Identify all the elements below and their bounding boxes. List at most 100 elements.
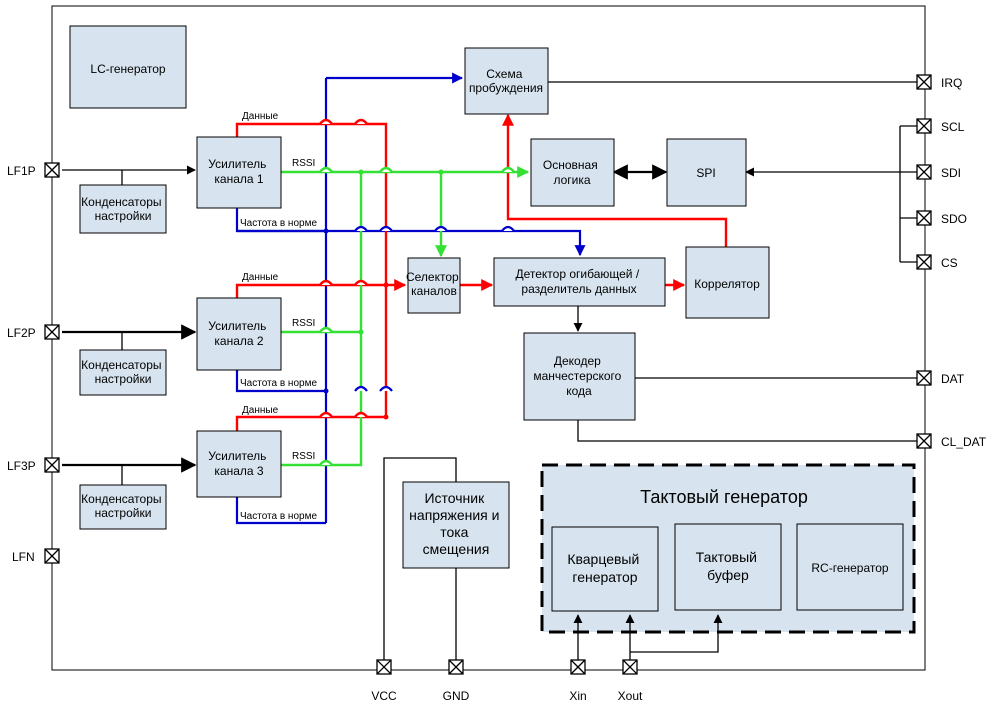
capacitors-3-label-line2: настройки	[95, 506, 152, 520]
freq-ok-label-1: Частота в норме	[240, 218, 317, 229]
amplifier-2-label-line2: канала 2	[214, 334, 263, 348]
envelope-detector-block: Детектор огибающей / разделитель данных	[493, 257, 666, 307]
data-label-3: Данные	[242, 405, 279, 416]
pin-xout	[622, 659, 638, 675]
amplifier-2-label-line1: Усилитель	[208, 319, 266, 333]
svg-text:Конденсаторы настройки: Конденсаторы настройки	[81, 358, 165, 386]
pin-label-lf2p: LF2P	[7, 326, 36, 340]
manchester-decoder-label-line2: манчестерского	[533, 369, 621, 383]
power-supply-block: Источник напряжения и тока смещения	[402, 481, 510, 569]
spi-block: SPI	[666, 138, 747, 207]
quartz-generator-block: Кварцевый генератор	[551, 526, 659, 612]
pin-cl-dat	[916, 433, 932, 449]
svg-text:Тактовый буфер: Тактовый буфер	[696, 549, 761, 583]
pin-label-vcc: VCC	[371, 689, 397, 703]
pin-lfn	[44, 548, 60, 564]
pin-sdi	[916, 164, 932, 180]
pin-label-sdo: SDO	[941, 212, 967, 226]
svg-text:Селектор каналов: Селектор каналов	[406, 270, 462, 298]
data-label-2: Данные	[242, 272, 279, 283]
pin-lf3p	[44, 457, 60, 473]
wakeup-block: Схема пробуждения	[464, 47, 549, 115]
rc-generator-block: RC-генератор	[796, 523, 904, 611]
correlator-block: Коррелятор	[685, 246, 770, 319]
svg-text:Конденсаторы настройки: Конденсаторы настройки	[81, 195, 165, 223]
pin-label-gnd: GND	[443, 689, 470, 703]
manchester-decoder-block: Декодер манчестерского кода	[523, 332, 636, 421]
quartz-generator-label-line1: Кварцевый	[567, 551, 639, 567]
power-supply-label-line1: Источник	[424, 490, 485, 506]
capacitors-2-block: Конденсаторы настройки	[79, 349, 167, 396]
pins	[44, 74, 932, 675]
pin-label-sdi: SDI	[941, 166, 961, 180]
pin-lf1p	[44, 162, 60, 178]
rssi-label-1: RSSI	[292, 158, 315, 169]
correlator-label: Коррелятор	[694, 277, 760, 291]
svg-text:Кварцевый генератор: Кварцевый генератор	[567, 551, 642, 585]
svg-text:Детектор огибающей / раз: Детектор огибающей / разделитель данных	[515, 267, 642, 296]
pin-gnd	[448, 659, 464, 675]
clock-buffer-label-line1: Тактовый	[696, 549, 757, 565]
data-label-1: Данные	[242, 111, 279, 122]
pin-label-dat: DAT	[941, 372, 965, 386]
capacitors-3-label-line1: Конденсаторы	[81, 492, 161, 506]
svg-text:Декодер манчестерского: Декодер манчестерского кода	[533, 354, 624, 398]
capacitors-1-label-line1: Конденсаторы	[81, 195, 161, 209]
pin-label-lf1p: LF1P	[7, 164, 36, 178]
pin-label-irq: IRQ	[941, 76, 962, 90]
freq-ok-label-3: Частота в норме	[240, 511, 317, 522]
svg-text:Усилитель канала 2: Усилитель канала 2	[208, 319, 269, 348]
pin-label-xin: Xin	[569, 689, 586, 703]
pin-label-cl-dat: CL_DAT	[941, 435, 987, 449]
pin-sdo	[916, 210, 932, 226]
quartz-generator-label-line2: генератор	[572, 569, 637, 585]
manchester-decoder-label-line3: кода	[566, 384, 592, 398]
clock-buffer-block: Тактовый буфер	[674, 523, 782, 611]
capacitors-1-label-line2: настройки	[95, 209, 152, 223]
pin-irq	[916, 74, 932, 90]
svg-text:Усилитель канала 3: Усилитель канала 3	[208, 449, 269, 478]
power-supply-label-line4: смещения	[423, 541, 490, 557]
pin-vcc	[376, 659, 392, 675]
capacitors-1-block: Конденсаторы настройки	[79, 184, 167, 234]
amplifier-1-block: Усилитель канала 1	[196, 136, 282, 209]
wakeup-label-line2: пробуждения	[469, 81, 543, 95]
svg-text:Усилитель канала 1: Усилитель канала 1	[208, 157, 269, 186]
amplifier-3-label-line1: Усилитель	[208, 449, 266, 463]
pin-label-lf3p: LF3P	[7, 459, 36, 473]
svg-text:Источник напряжения и: Источник напряжения и тока смещения	[409, 490, 503, 557]
pin-labels: LF1P LF2P LF3P LFN IRQ SCL SDI SDO CS DA…	[7, 76, 987, 703]
rssi-label-3: RSSI	[292, 451, 315, 462]
lc-generator-label: LC-генератор	[90, 62, 166, 76]
signal-labels: Данные Данные Данные RSSI RSSI RSSI Част…	[240, 111, 317, 522]
pin-label-scl: SCL	[941, 120, 965, 134]
main-logic-label-line1: Основная	[543, 158, 598, 172]
pin-lf2p	[44, 324, 60, 340]
clock-group-title: Тактовый генератор	[640, 487, 808, 507]
envelope-detector-label-line2: разделитель данных	[521, 282, 636, 296]
amplifier-2-block: Усилитель канала 2	[196, 297, 282, 371]
pin-label-cs: CS	[941, 256, 958, 270]
channel-selector-block: Селектор каналов	[406, 257, 462, 314]
capacitors-2-label-line1: Конденсаторы	[81, 358, 161, 372]
capacitors-3-block: Конденсаторы настройки	[79, 484, 167, 530]
channel-selector-label-line2: каналов	[411, 284, 457, 298]
clock-buffer-label-line2: буфер	[707, 567, 749, 583]
pin-dat	[916, 370, 932, 386]
svg-text:Схема пробуждения: Схема пробуждения	[469, 67, 543, 95]
main-logic-label-line2: логика	[553, 173, 590, 187]
pin-cs	[916, 254, 932, 270]
spi-label: SPI	[696, 166, 715, 180]
pin-label-xout: Xout	[618, 689, 643, 703]
main-logic-block: Основная логика	[530, 138, 615, 207]
wire-crossovers	[319, 118, 515, 466]
wakeup-label-line1: Схема	[486, 67, 522, 81]
freq-ok-label-2: Частота в норме	[240, 378, 317, 389]
lc-generator-block: LC-генератор	[69, 25, 187, 109]
svg-text:Конденсаторы настройки: Конденсаторы настройки	[81, 492, 165, 520]
svg-text:Основная логика: Основная логика	[543, 158, 601, 187]
rc-generator-label: RC-генератор	[811, 561, 889, 575]
amplifier-3-label-line2: канала 3	[214, 464, 263, 478]
amplifier-1-label-line2: канала 1	[214, 172, 263, 186]
